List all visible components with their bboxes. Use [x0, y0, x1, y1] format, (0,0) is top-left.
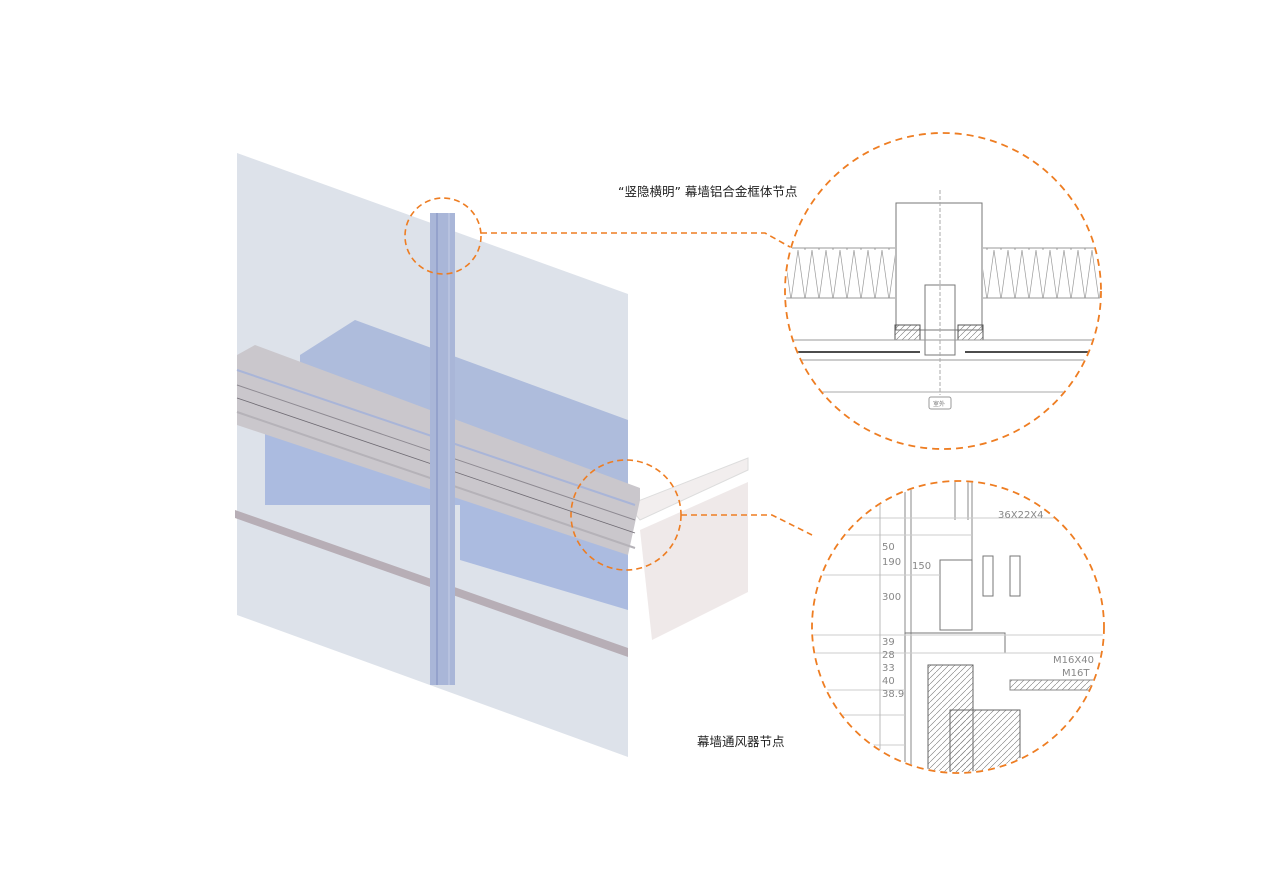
dim-36x22x4: 36X22X4 — [998, 510, 1044, 521]
detail-frame-node: 室外 — [786, 190, 1100, 410]
dim-190: 190 — [882, 557, 901, 568]
vertical-mullion — [430, 213, 455, 685]
callout-title-frame-node: “竖隐横明” 幕墙铝合金框体节点 — [618, 184, 798, 199]
callout-marker-top — [404, 197, 482, 275]
dim-150: 150 — [912, 561, 931, 572]
dim-40: 40 — [882, 676, 895, 687]
interior-wall-behind-glass — [265, 420, 628, 610]
slab-end-block — [640, 482, 748, 640]
exterior-label-box — [928, 396, 952, 410]
callout-leader-bottom — [681, 514, 813, 536]
dim-33: 33 — [882, 663, 895, 674]
callout-title-ventilator-node: 幕墙通风器节点 — [697, 734, 785, 749]
dim-39: 39 — [882, 637, 895, 648]
dim-300: 300 — [882, 592, 901, 603]
detail-ventilator-node: 36X22X4 50 190 150 300 39 28 33 40 38.9 … — [813, 482, 1103, 772]
exterior-label: 室外 — [933, 400, 945, 408]
dim-m16t: M16T — [1062, 668, 1090, 679]
dim-38-9: 38.9 — [882, 689, 904, 700]
dim-50: 50 — [882, 542, 895, 553]
detail-circle-bottom — [811, 480, 1105, 774]
detail-circle-top — [784, 132, 1102, 450]
dim-28: 28 — [882, 650, 895, 661]
dim-m16x40: M16X40 — [1053, 655, 1094, 666]
callout-leader-top — [481, 232, 791, 248]
isometric-curtain-wall-model — [235, 153, 749, 757]
